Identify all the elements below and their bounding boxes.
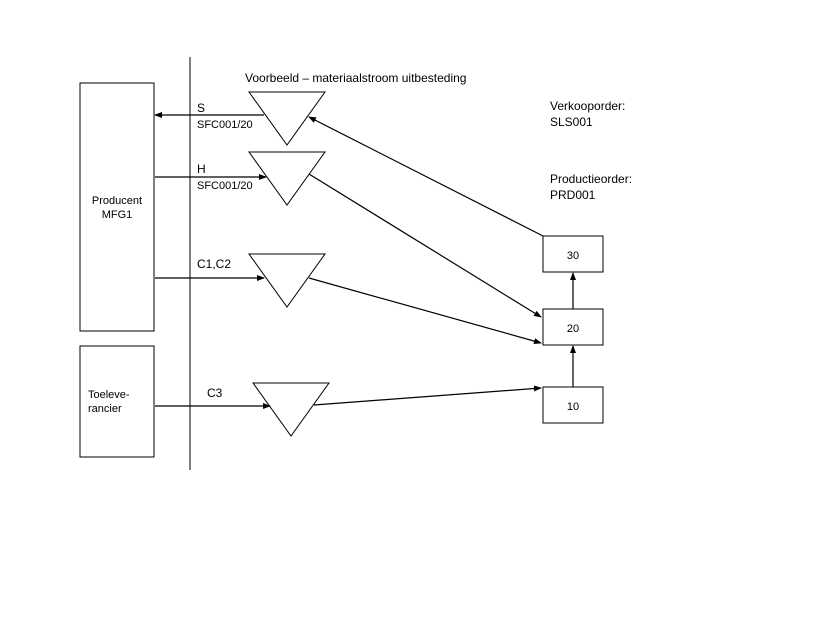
supplier-label-line2: rancier <box>88 403 122 415</box>
flow-label-s: S <box>197 101 205 115</box>
producer-label-line1: Producent <box>92 195 142 207</box>
operation-label-30: 30 <box>567 250 579 262</box>
sales-order-label: Verkooporder: <box>550 99 625 113</box>
stock-triangle-c12 <box>248 253 326 308</box>
flow-arrow-c12-to-20 <box>308 277 542 345</box>
sales-order-value: SLS001 <box>550 115 593 129</box>
flow-label-c3: C3 <box>207 386 223 400</box>
flow-arrow-h-to-20 <box>308 173 542 318</box>
flow-label-c12: C1,C2 <box>197 257 231 271</box>
producer-box <box>79 82 155 332</box>
flow-arrow-c3-to-10 <box>313 385 542 406</box>
supplier-label-line1: Toeleve- <box>88 389 130 401</box>
operation-label-10: 10 <box>567 401 579 413</box>
stock-triangle-s <box>248 91 326 146</box>
stock-triangle-c3 <box>252 382 330 437</box>
stock-triangle-h <box>248 151 326 206</box>
flow-label-h: H <box>197 162 206 176</box>
production-order-value: PRD001 <box>550 188 596 202</box>
producer-label-line2: MFG1 <box>102 209 133 221</box>
operation-label-20: 20 <box>567 323 579 335</box>
flow-arrow-30-to-s <box>308 116 544 237</box>
operation-box-30 <box>542 235 604 273</box>
diagram-title: Voorbeeld – materiaalstroom uitbesteding <box>245 71 466 85</box>
flow-ref-s: SFC001/20 <box>197 119 253 131</box>
flow-ref-h: SFC001/20 <box>197 180 253 192</box>
supplier-box <box>79 345 155 458</box>
production-order-label: Productieorder: <box>550 172 632 186</box>
